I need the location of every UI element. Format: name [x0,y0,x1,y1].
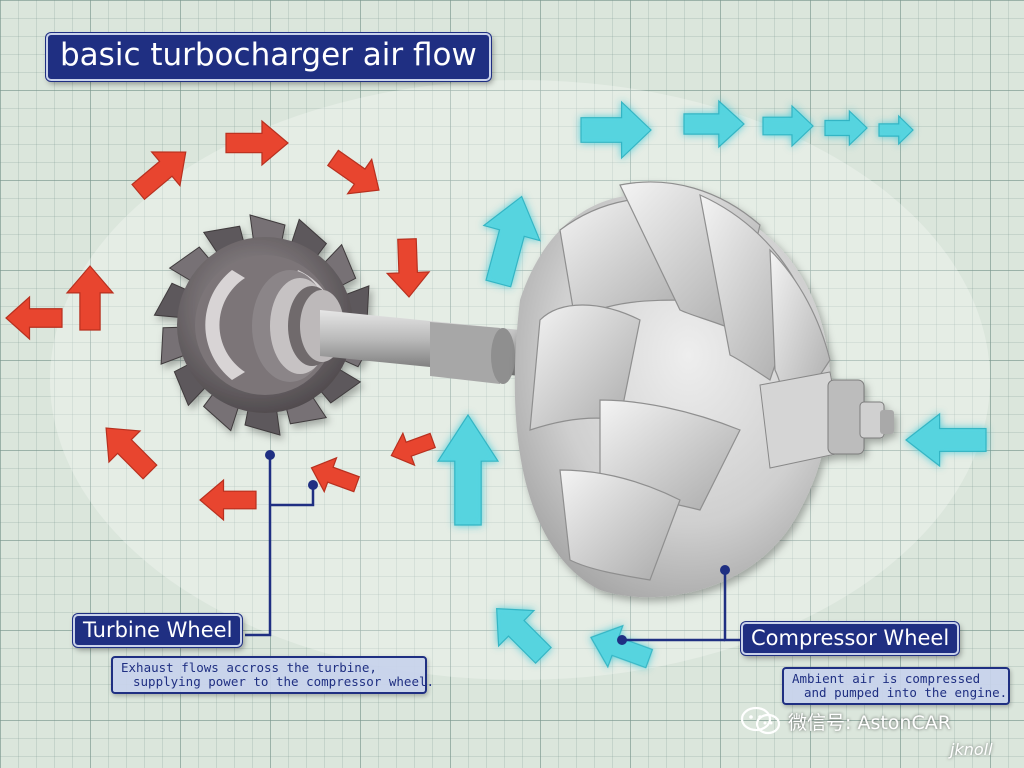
artist-signature: jknoll [950,740,993,759]
compressor-desc-line-2: and pumped into the engine. [792,686,1000,700]
compressor-wheel-label: Compressor Wheel [741,622,959,655]
watermark-text: 微信号: AstonCAR [788,708,951,735]
diagram-title: basic turbocharger air flow [46,33,491,81]
wechat-logo-icon [740,706,782,736]
turbine-wheel-description: Exhaust flows accross the turbine, suppl… [111,656,427,694]
watermark: 微信号: AstonCAR [740,706,951,736]
turbine-desc-line-1: Exhaust flows accross the turbine, [121,661,417,675]
turbine-desc-line-2: supplying power to the compressor wheel. [121,675,417,689]
compressor-wheel-description: Ambient air is compressed and pumped int… [782,667,1010,705]
turbine-wheel-label: Turbine Wheel [73,614,242,647]
compressor-desc-line-1: Ambient air is compressed [792,672,1000,686]
